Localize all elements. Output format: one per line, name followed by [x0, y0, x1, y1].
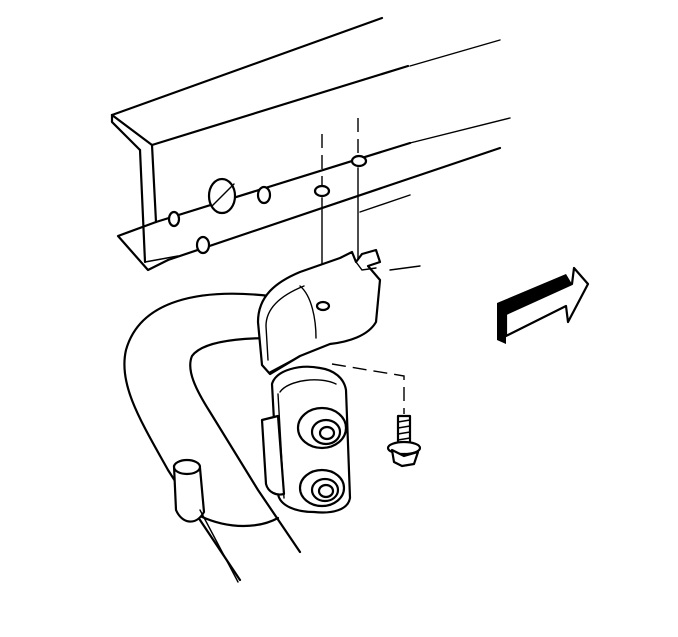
bracket-mount-hole — [313, 184, 331, 198]
direction-arrow — [497, 266, 590, 344]
frame-hole — [167, 210, 181, 228]
frame-hole — [195, 235, 211, 255]
frame-holes — [167, 154, 368, 255]
bracket-mount-hole — [350, 154, 368, 168]
frame-hole — [256, 185, 272, 205]
bolt — [331, 363, 422, 468]
mounting-bracket — [256, 248, 382, 376]
rubber-insulators — [260, 365, 352, 514]
exhaust-pipe — [123, 265, 421, 583]
frame-rail — [110, 16, 511, 272]
bracket-hole — [315, 300, 331, 312]
